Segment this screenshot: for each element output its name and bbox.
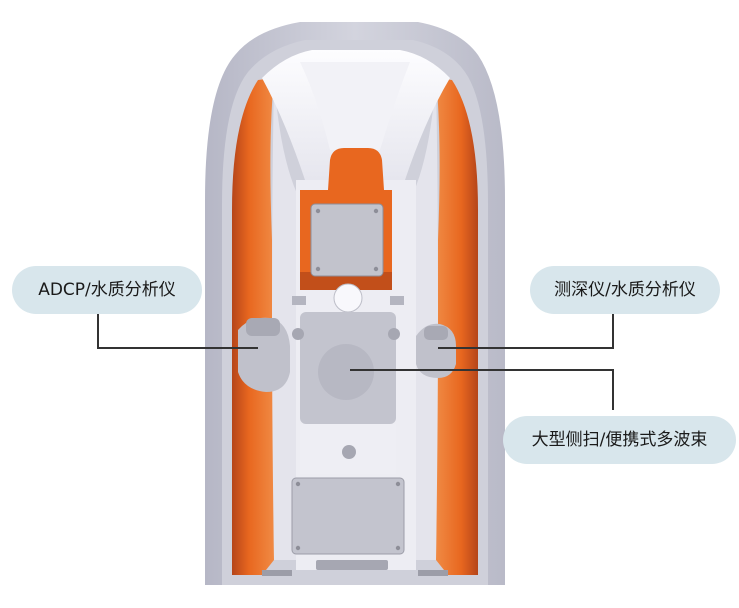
stern-step-left — [262, 570, 292, 576]
left-inner-slope — [272, 78, 300, 560]
stern-handle — [316, 560, 388, 570]
center-pipe — [333, 283, 363, 313]
stern-screw — [395, 481, 401, 487]
rib-right — [390, 296, 404, 305]
label-adcp-water-quality: ADCP/水质分析仪 — [12, 266, 202, 314]
bow-deck-shade — [300, 62, 410, 150]
depth-housing — [424, 326, 448, 340]
stern-screw — [295, 481, 301, 487]
stern-screw — [295, 545, 301, 551]
block-stud — [388, 328, 400, 340]
right-inner-slope — [410, 78, 438, 560]
label-sidescan-multibeam: 大型侧扫/便携式多波束 — [503, 416, 736, 464]
stern-screw — [395, 545, 401, 551]
leader-line-depth — [438, 314, 614, 349]
plate-screw — [315, 208, 321, 214]
multibeam-transducer — [318, 344, 374, 400]
stern-box — [291, 477, 405, 555]
plate-screw — [373, 266, 379, 272]
lower-hole — [342, 445, 356, 459]
leader-line-adcp — [97, 314, 258, 349]
sensor-plate — [310, 203, 384, 277]
adcp-transducer — [238, 317, 290, 392]
leader-line-multibeam — [350, 369, 614, 410]
rib-left — [292, 296, 306, 305]
block-stud — [292, 328, 304, 340]
adcp-housing — [246, 318, 280, 336]
label-depth-sounder-water-quality: 测深仪/水质分析仪 — [530, 266, 720, 314]
plate-screw — [373, 208, 379, 214]
plate-screw — [315, 266, 321, 272]
stern-step-right — [418, 570, 448, 576]
right-orange-wall — [436, 78, 478, 575]
